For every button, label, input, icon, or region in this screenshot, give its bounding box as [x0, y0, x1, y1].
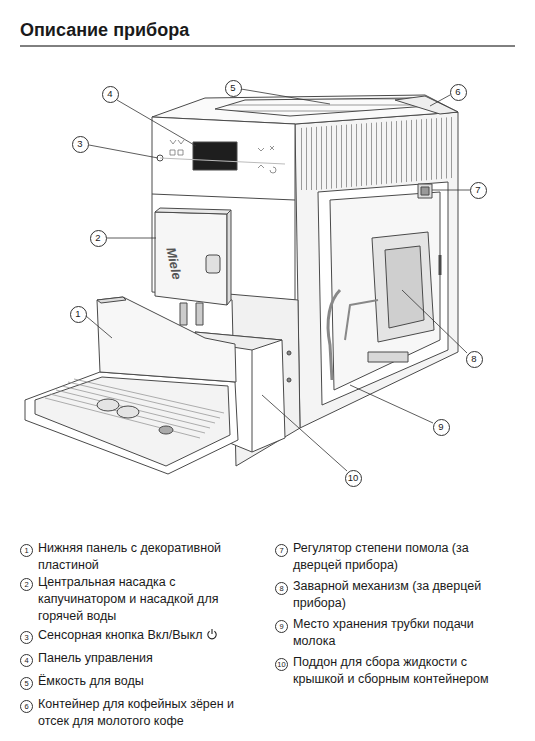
callout-circle: 2 — [90, 230, 107, 247]
callout-number: 9 — [438, 422, 443, 432]
list-number: 10 — [277, 661, 285, 669]
list-number-circle: 4 — [20, 654, 33, 667]
list-number-circle: 8 — [275, 582, 288, 595]
list-number: 8 — [279, 585, 283, 593]
callout-number: 6 — [455, 87, 460, 97]
callout-circle: 4 — [102, 86, 119, 103]
list-number-circle: 9 — [275, 620, 288, 633]
part-description-block: Нижняя панель с декоративной пластиной — [38, 540, 263, 574]
callout-circle: 6 — [450, 84, 467, 101]
part-description: Нижняя панель с декоративной пластиной — [38, 541, 221, 572]
list-number: 4 — [24, 657, 28, 665]
power-symbol — [206, 628, 218, 640]
list-number-circle: 2 — [20, 578, 33, 591]
part-description: Поддон для сбора жидкости с крышкой и сб… — [293, 655, 489, 686]
callout-number: 10 — [348, 473, 359, 483]
list-number-circle: 5 — [20, 677, 33, 690]
list-number-circle: 7 — [275, 544, 288, 557]
callout-number: 1 — [75, 309, 80, 319]
part-description-block: Центральная насадка с капучинатором и на… — [38, 574, 263, 625]
list-number-circle: 1 — [20, 544, 33, 557]
part-description: Место хранения трубки подачи молока — [293, 617, 474, 648]
list-number: 9 — [279, 623, 283, 631]
part-description: Панель управления — [38, 651, 153, 665]
part-description-block: Ёмкость для воды — [38, 673, 263, 690]
list-number: 3 — [24, 634, 28, 642]
list-number: 2 — [24, 581, 28, 589]
callout-circle: 10 — [345, 470, 362, 487]
part-description: Сенсорная кнопка Вкл/Выкл — [38, 628, 202, 642]
callout-circle: 1 — [70, 306, 87, 323]
callout-circle: 5 — [225, 80, 242, 97]
callout-circle: 8 — [466, 351, 483, 368]
list-number-circle: 3 — [20, 631, 33, 644]
callout-circle: 7 — [470, 182, 487, 199]
list-number: 7 — [279, 547, 283, 555]
part-description: Контейнер для кофейных зёрен и отсек для… — [38, 697, 234, 728]
callout-circle: 9 — [433, 419, 450, 436]
callout-number: 3 — [77, 139, 82, 149]
part-description-block: Поддон для сбора жидкости с крышкой и сб… — [293, 654, 515, 688]
part-description-block: Контейнер для кофейных зёрен и отсек для… — [38, 696, 263, 730]
page-title: Описание прибора — [20, 20, 189, 41]
part-description: Регулятор степени помола (за дверцей при… — [293, 541, 469, 572]
part-description-block: Панель управления — [38, 650, 263, 667]
list-number-circle: 10 — [275, 658, 288, 671]
callout-number: 2 — [95, 233, 100, 243]
part-description: Центральная насадка с капучинатором и на… — [38, 575, 218, 623]
list-number: 6 — [24, 703, 28, 711]
callout-number: 4 — [107, 89, 112, 99]
callout-number: 7 — [475, 185, 480, 195]
list-number-circle: 6 — [20, 700, 33, 713]
list-number: 5 — [24, 680, 28, 688]
part-description-block: Место хранения трубки подачи молока — [293, 616, 515, 650]
part-description-block: Регулятор степени помола (за дверцей при… — [293, 540, 515, 574]
callout-number: 8 — [471, 354, 476, 364]
part-description: Ёмкость для воды — [38, 674, 144, 688]
part-description-block: Сенсорная кнопка Вкл/Выкл — [38, 627, 263, 644]
callout-circle: 3 — [72, 136, 89, 153]
part-description: Заварной механизм (за дверцей прибора) — [293, 579, 481, 610]
list-number: 1 — [24, 547, 28, 555]
callout-number: 5 — [230, 83, 235, 93]
part-description-block: Заварной механизм (за дверцей прибора) — [293, 578, 515, 612]
